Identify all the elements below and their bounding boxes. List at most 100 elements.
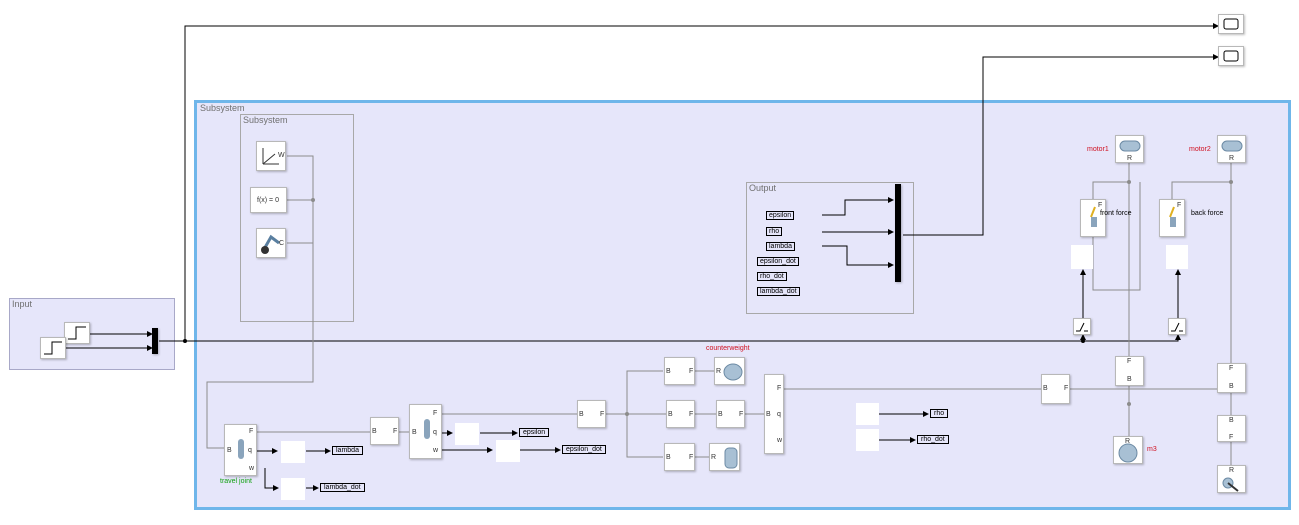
port-f: F <box>1229 365 1234 372</box>
port-b: B <box>718 411 723 418</box>
pitch-gain-w[interactable] <box>496 440 520 462</box>
rigid-transform-7[interactable]: B F <box>1041 374 1070 404</box>
pitch-joint-block[interactable]: B F q w <box>409 404 442 459</box>
port-b: B <box>1229 417 1234 424</box>
motor1-solid[interactable]: R <box>1115 135 1144 163</box>
goto-lambda[interactable]: lambda <box>332 446 363 455</box>
port-c: C <box>279 240 285 247</box>
rigid-transform-3[interactable]: B F <box>664 357 695 385</box>
scope-1[interactable] <box>1218 14 1244 34</box>
port-b: B <box>666 368 671 375</box>
goto-epsilon-dot[interactable]: epsilon_dot <box>562 445 606 454</box>
rigid-transform-6[interactable]: B F <box>716 400 745 428</box>
from-rho-dot[interactable]: rho_dot <box>757 272 787 281</box>
solver-config-block[interactable]: f(x) = 0 <box>250 187 287 213</box>
rigid-transform-9[interactable]: F B <box>1217 363 1246 393</box>
motor1-caption: motor1 <box>1087 146 1109 153</box>
from-lambda-label: lambda <box>769 243 792 250</box>
port-w: W <box>278 152 285 159</box>
back-switch[interactable] <box>1168 318 1186 335</box>
switch-icon <box>1076 322 1088 332</box>
goto-epsilon-label: epsilon <box>523 429 546 436</box>
goto-epsilon-dot-label: epsilon_dot <box>566 446 602 453</box>
elevation-joint-block[interactable]: F q w B <box>764 374 784 454</box>
rigid-transform-2[interactable]: B F <box>577 400 606 428</box>
port-b: B <box>766 411 771 418</box>
from-rho-dot-label: rho_dot <box>760 273 784 280</box>
port-f: F <box>1177 202 1182 209</box>
travel-gain-w[interactable] <box>281 478 305 500</box>
rigid-transform-4[interactable]: B F <box>666 400 695 428</box>
pitch-gain-q[interactable] <box>455 423 479 445</box>
port-f: F <box>689 411 694 418</box>
front-force-block[interactable]: F <box>1080 199 1106 237</box>
port-f: F <box>433 410 438 417</box>
elev-gain-w[interactable] <box>856 429 879 451</box>
port-w: w <box>249 465 255 472</box>
output-mux[interactable] <box>895 184 901 282</box>
back-force-converter[interactable] <box>1166 245 1188 269</box>
input-mux[interactable] <box>152 328 158 354</box>
port-f: F <box>1127 358 1132 365</box>
world-frame-block[interactable]: W <box>256 141 286 171</box>
motor2-caption: motor2 <box>1189 146 1211 153</box>
rigid-transform-10[interactable]: B F <box>1217 415 1246 442</box>
port-b: B <box>1229 383 1234 390</box>
force-arrow-icon <box>1169 206 1176 227</box>
scope-2[interactable] <box>1218 46 1244 66</box>
from-rho[interactable]: rho <box>766 227 783 236</box>
travel-joint-block[interactable]: B F q w <box>224 424 257 476</box>
from-rho-label: rho <box>769 228 780 235</box>
port-b: B <box>579 411 584 418</box>
from-epsilon-label: epsilon <box>769 212 792 219</box>
step-source-1[interactable] <box>64 322 90 344</box>
from-epsilon-dot[interactable]: epsilon_dot <box>757 257 799 266</box>
world-frame-icon <box>262 148 279 165</box>
rigid-transform-1[interactable]: B F <box>370 417 399 445</box>
from-epsilon-dot-label: epsilon_dot <box>760 258 796 265</box>
m3-solid[interactable]: R <box>1113 436 1143 464</box>
goto-epsilon[interactable]: epsilon <box>519 428 550 437</box>
mechanism-config-block[interactable]: C <box>256 228 286 258</box>
input-area-title: Input <box>12 299 33 309</box>
arm-solid[interactable]: R <box>709 443 740 471</box>
rigid-transform-8[interactable]: B F <box>1115 356 1144 386</box>
input-area[interactable]: Input <box>9 298 175 370</box>
port-f: F <box>689 368 694 375</box>
from-lambda-dot[interactable]: lambda_dot <box>757 287 800 296</box>
rotor-icon <box>1222 477 1239 492</box>
front-force-caption: front force <box>1100 210 1132 217</box>
rotor-solid[interactable]: R <box>1217 465 1246 493</box>
front-switch[interactable] <box>1073 318 1091 335</box>
from-lambda-dot-label: lambda_dot <box>760 288 797 295</box>
from-epsilon[interactable]: epsilon <box>766 211 795 220</box>
elev-gain-q[interactable] <box>856 403 879 425</box>
rigid-transform-5[interactable]: B F <box>664 443 695 471</box>
port-f: F <box>1229 434 1234 441</box>
port-f: F <box>689 454 694 461</box>
port-b: B <box>412 429 417 436</box>
port-b: B <box>1043 385 1048 392</box>
port-b: B <box>666 454 671 461</box>
front-force-converter[interactable] <box>1071 245 1093 269</box>
revolute-joint-icon <box>238 439 244 459</box>
goto-lambda-dot[interactable]: lambda_dot <box>320 483 365 492</box>
travel-gain-q[interactable] <box>281 441 305 463</box>
goto-rho[interactable]: rho <box>930 409 949 418</box>
back-force-block[interactable]: F <box>1159 199 1185 237</box>
port-f: F <box>249 428 254 435</box>
motor2-solid[interactable]: R <box>1217 135 1246 163</box>
goto-rho-dot[interactable]: rho_dot <box>917 435 949 444</box>
port-w: w <box>433 447 439 454</box>
revolute-joint-icon <box>424 419 430 439</box>
from-lambda[interactable]: lambda <box>766 242 795 251</box>
inner-subsystem-title: Subsystem <box>243 115 288 125</box>
step-source-2[interactable] <box>40 337 66 359</box>
counterweight-solid[interactable]: R <box>714 357 745 385</box>
port-r: R <box>1229 467 1235 474</box>
sphere-icon <box>1118 443 1138 463</box>
port-f: F <box>393 428 398 435</box>
port-f: F <box>1064 385 1069 392</box>
goto-rho-dot-label: rho_dot <box>921 436 945 443</box>
